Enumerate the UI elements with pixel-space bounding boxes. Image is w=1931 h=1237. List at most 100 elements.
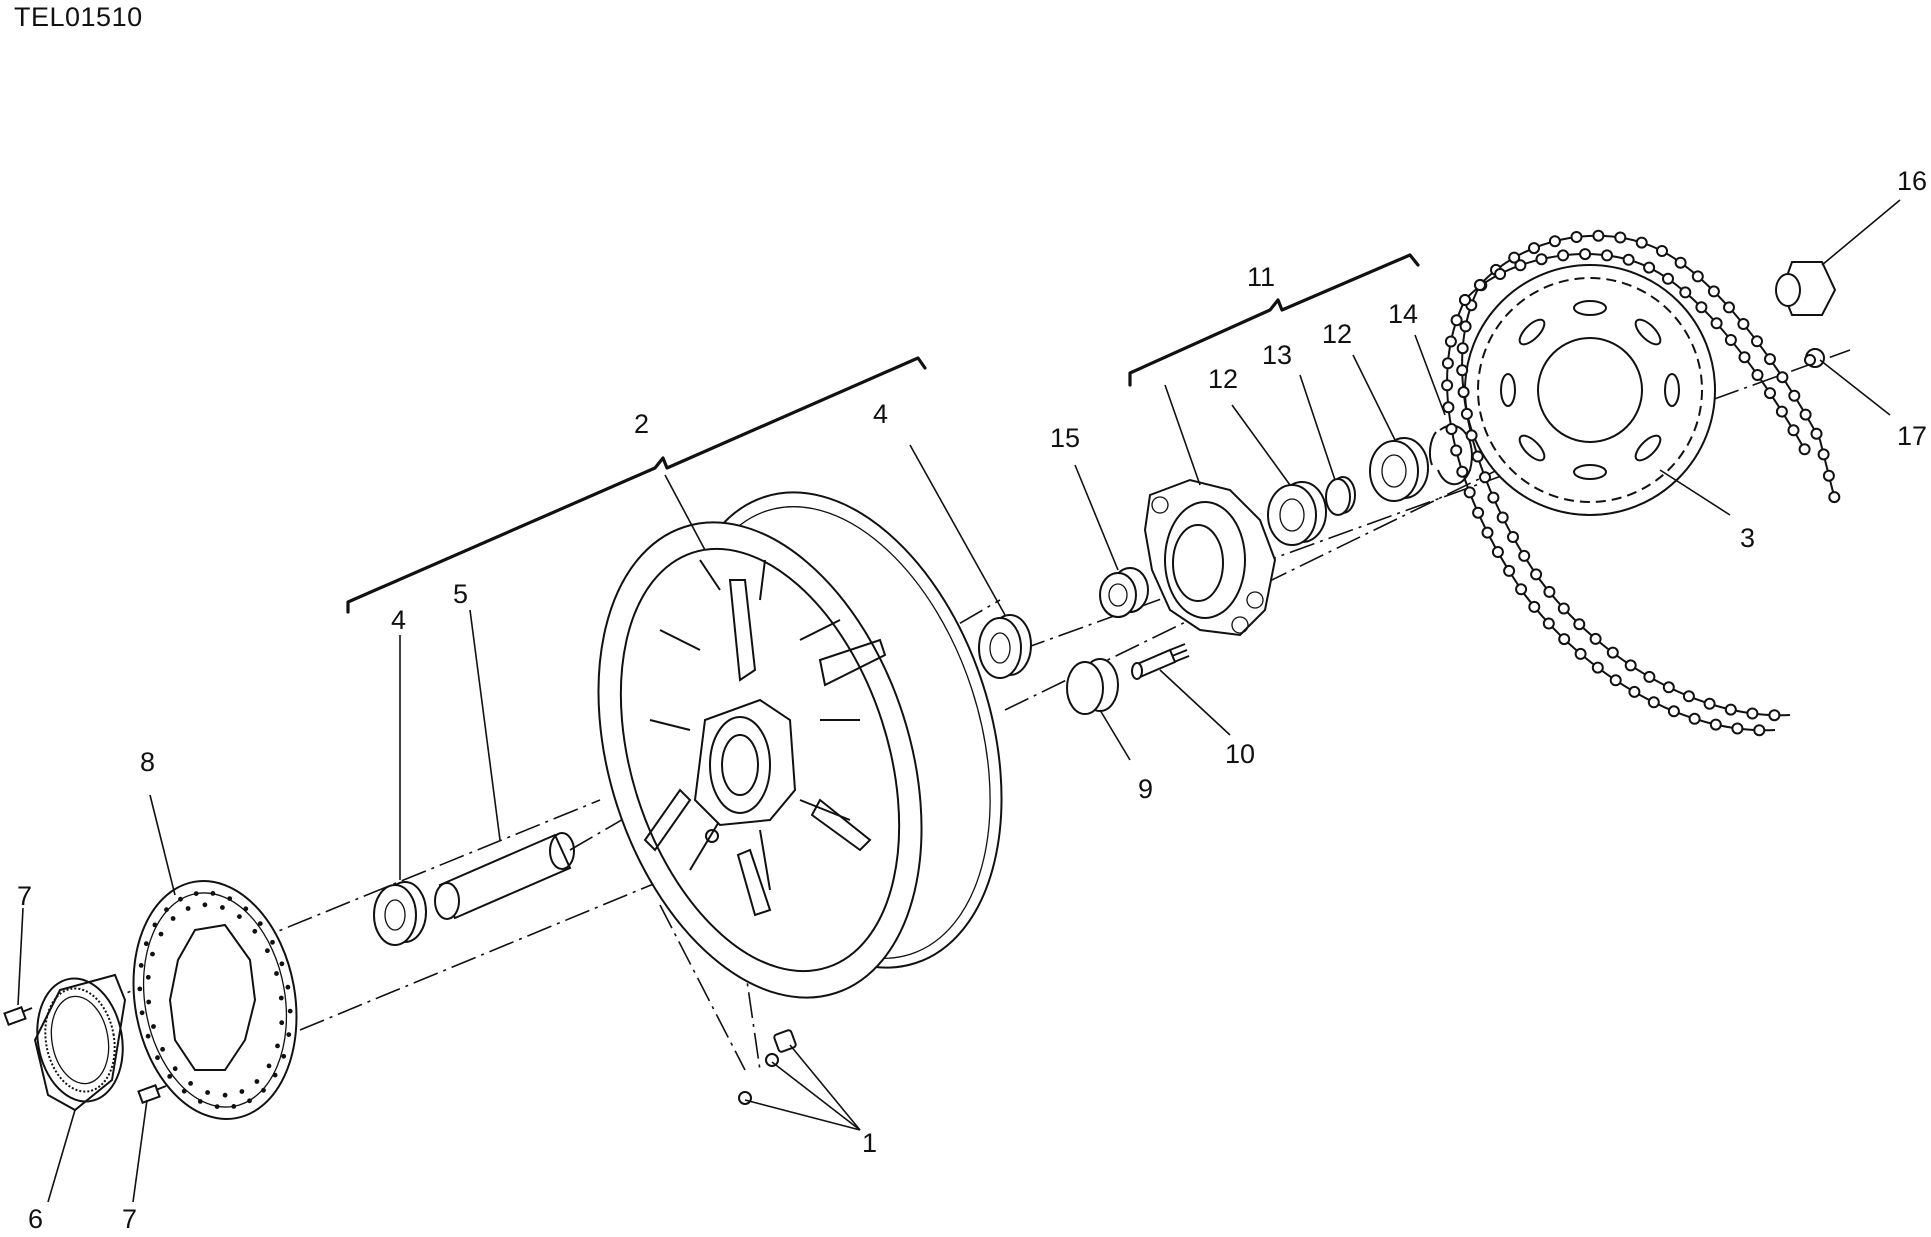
chain-link [1703,697,1716,710]
callout-1: 1 [862,1128,877,1158]
small-nut [1804,348,1825,368]
spacer-tube [434,832,575,920]
disc-hole [265,948,270,954]
disc-hole [220,905,225,910]
chain-link [1456,465,1469,478]
chain-link [1528,600,1541,613]
disc-hole [254,1079,260,1084]
callout-11: 11 [1247,262,1275,292]
sprocket-window [1664,373,1680,407]
chain-link [1481,526,1494,539]
chain-link [1472,506,1485,519]
disc-hole [239,1089,245,1094]
callout-16: 16 [1897,166,1927,196]
chain-link [1691,270,1704,283]
chain-link [1457,386,1470,399]
chain-link [1579,248,1592,261]
chain-link [1471,450,1484,463]
disc-hole [261,1087,266,1093]
chain-link [1695,301,1708,314]
chain-link [1496,511,1509,524]
chain-link [1518,549,1531,562]
callout-3: 3 [1740,523,1755,553]
sprocket-window [1573,464,1607,480]
chain-link [1738,351,1751,364]
disc-hole [145,1033,151,1039]
chain-link [1731,722,1744,735]
disc-hole [138,963,144,968]
disc-hole [151,1024,156,1029]
disc-hole [210,891,216,896]
callout-5: 5 [453,579,468,609]
chain-link [1542,617,1555,630]
chain-link [1764,353,1776,366]
chain-link [1548,235,1561,248]
disc-hole [160,1046,166,1052]
chain-link [1494,268,1507,280]
chain-link [1606,646,1619,659]
disc-hole [231,1104,237,1109]
disc-hole [188,1081,194,1086]
chain-link [1656,245,1668,257]
chain-link [1817,448,1830,461]
callout-2: 2 [634,409,649,439]
chain-link [1558,633,1571,646]
chain-link [1682,690,1695,703]
disc-hole [275,1043,280,1049]
sprocket-window [1518,434,1546,462]
chain-link [1753,724,1766,737]
chain-link [1514,259,1527,272]
chain-link [1474,279,1486,291]
drive-chain [1441,229,1841,737]
disc-hole [214,1104,220,1109]
disc-hole [197,1099,203,1104]
callout-17: 17 [1897,421,1927,451]
chain-link [1487,491,1500,504]
bearing-right [978,614,1032,679]
chain-link [1614,231,1627,244]
callout-12-left: 12 [1208,364,1238,394]
disc-hole [270,939,275,945]
chain-link [1444,335,1457,348]
disc-hole [158,931,164,937]
callout-15: 15 [1050,423,1080,453]
rear-sprocket [1464,264,1716,516]
bearing-left [373,881,427,946]
callout-14: 14 [1388,299,1418,329]
chain-link [1456,342,1469,355]
chain-link [1688,712,1701,725]
disc-hole [202,902,208,908]
chain-link [1503,564,1516,577]
disc-hole [137,986,143,992]
disc-hole [145,974,151,980]
chain-link [1643,261,1656,274]
disc-hole [287,1008,293,1014]
chain-link [1798,443,1811,456]
disc-hole [247,1098,252,1104]
chain-link [1799,408,1812,421]
stud [1131,643,1190,680]
chain-link [1810,427,1823,440]
chain-link [1573,618,1586,631]
disc-hole [279,1020,285,1026]
disc-hole [257,921,263,926]
chain-link [1724,334,1737,346]
chain-link [1775,405,1788,418]
disc-hole [281,1053,287,1059]
chain-link [1592,229,1605,242]
chain-link [1768,709,1781,722]
chain-link [1450,444,1463,457]
callout-10: 10 [1225,739,1255,769]
drawing-code: TEL01510 [14,2,143,32]
chain-link [1822,469,1835,482]
bush [1066,658,1119,715]
chain-link [1570,231,1583,243]
chain-link [1724,703,1737,716]
sprocket-window [1634,434,1662,462]
chain-link [1465,429,1478,442]
disc-hole [279,961,285,967]
disc-hole [266,1063,272,1069]
callout-12-right: 12 [1322,319,1352,349]
chain-link [1528,242,1540,255]
chain-link [1591,661,1604,674]
